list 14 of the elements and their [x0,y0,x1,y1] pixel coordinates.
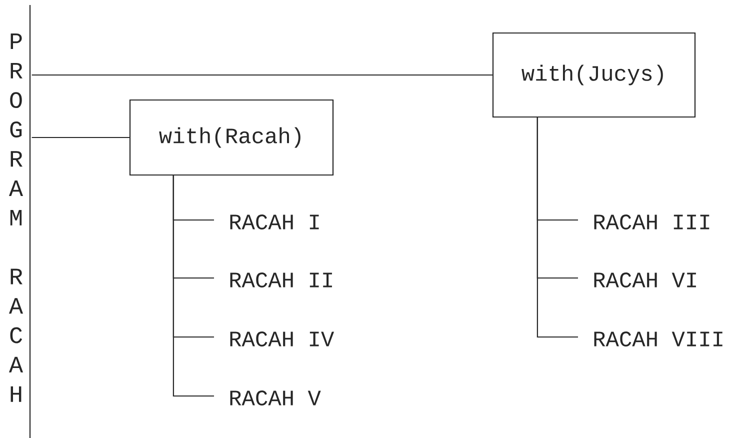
connector-line [32,136,130,138]
connector-line [536,118,578,338]
command-label: RACAH VI [594,272,696,288]
connector-line [32,74,492,76]
package-box: with(Jucys) [492,32,696,118]
connector-line [172,176,214,397]
command-label: RACAH IV [230,332,334,346]
vertical-label: PROGRAM RACAH [8,34,24,402]
command-label: RACAH V [230,390,321,406]
command-label: RACAH I [230,214,319,230]
package-box: with(Racah) [129,99,334,176]
command-label: RACAH VIII [594,332,722,346]
command-label: RACAH III [594,214,710,230]
command-label: RACAH II [230,272,332,288]
